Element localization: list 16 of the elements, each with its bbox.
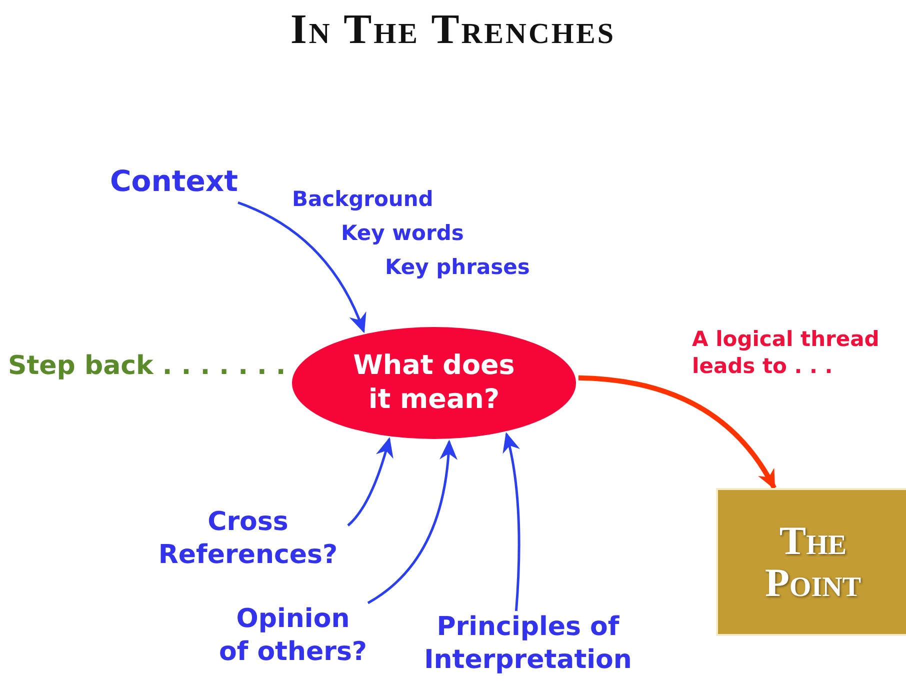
note-text: Background: [292, 187, 434, 211]
note-text: Key words: [341, 221, 464, 245]
note-text: Key phrases: [385, 255, 530, 279]
node-text: Opinion of others?: [218, 603, 368, 668]
arrow: [238, 201, 366, 334]
title: In The Trenches: [290, 6, 616, 54]
ellipse-node: What does it mean?: [292, 327, 576, 439]
arrow: [502, 432, 520, 612]
arrow: [347, 437, 394, 526]
point-box: The Point: [716, 488, 906, 636]
node-text: Principles of Interpretation: [410, 611, 646, 676]
arrow: [367, 440, 458, 604]
context-text: Context: [110, 163, 238, 200]
step-back-text: Step back . . . . . . .: [8, 350, 286, 382]
node-text: Cross References?: [148, 506, 348, 571]
arrow: [578, 375, 776, 490]
